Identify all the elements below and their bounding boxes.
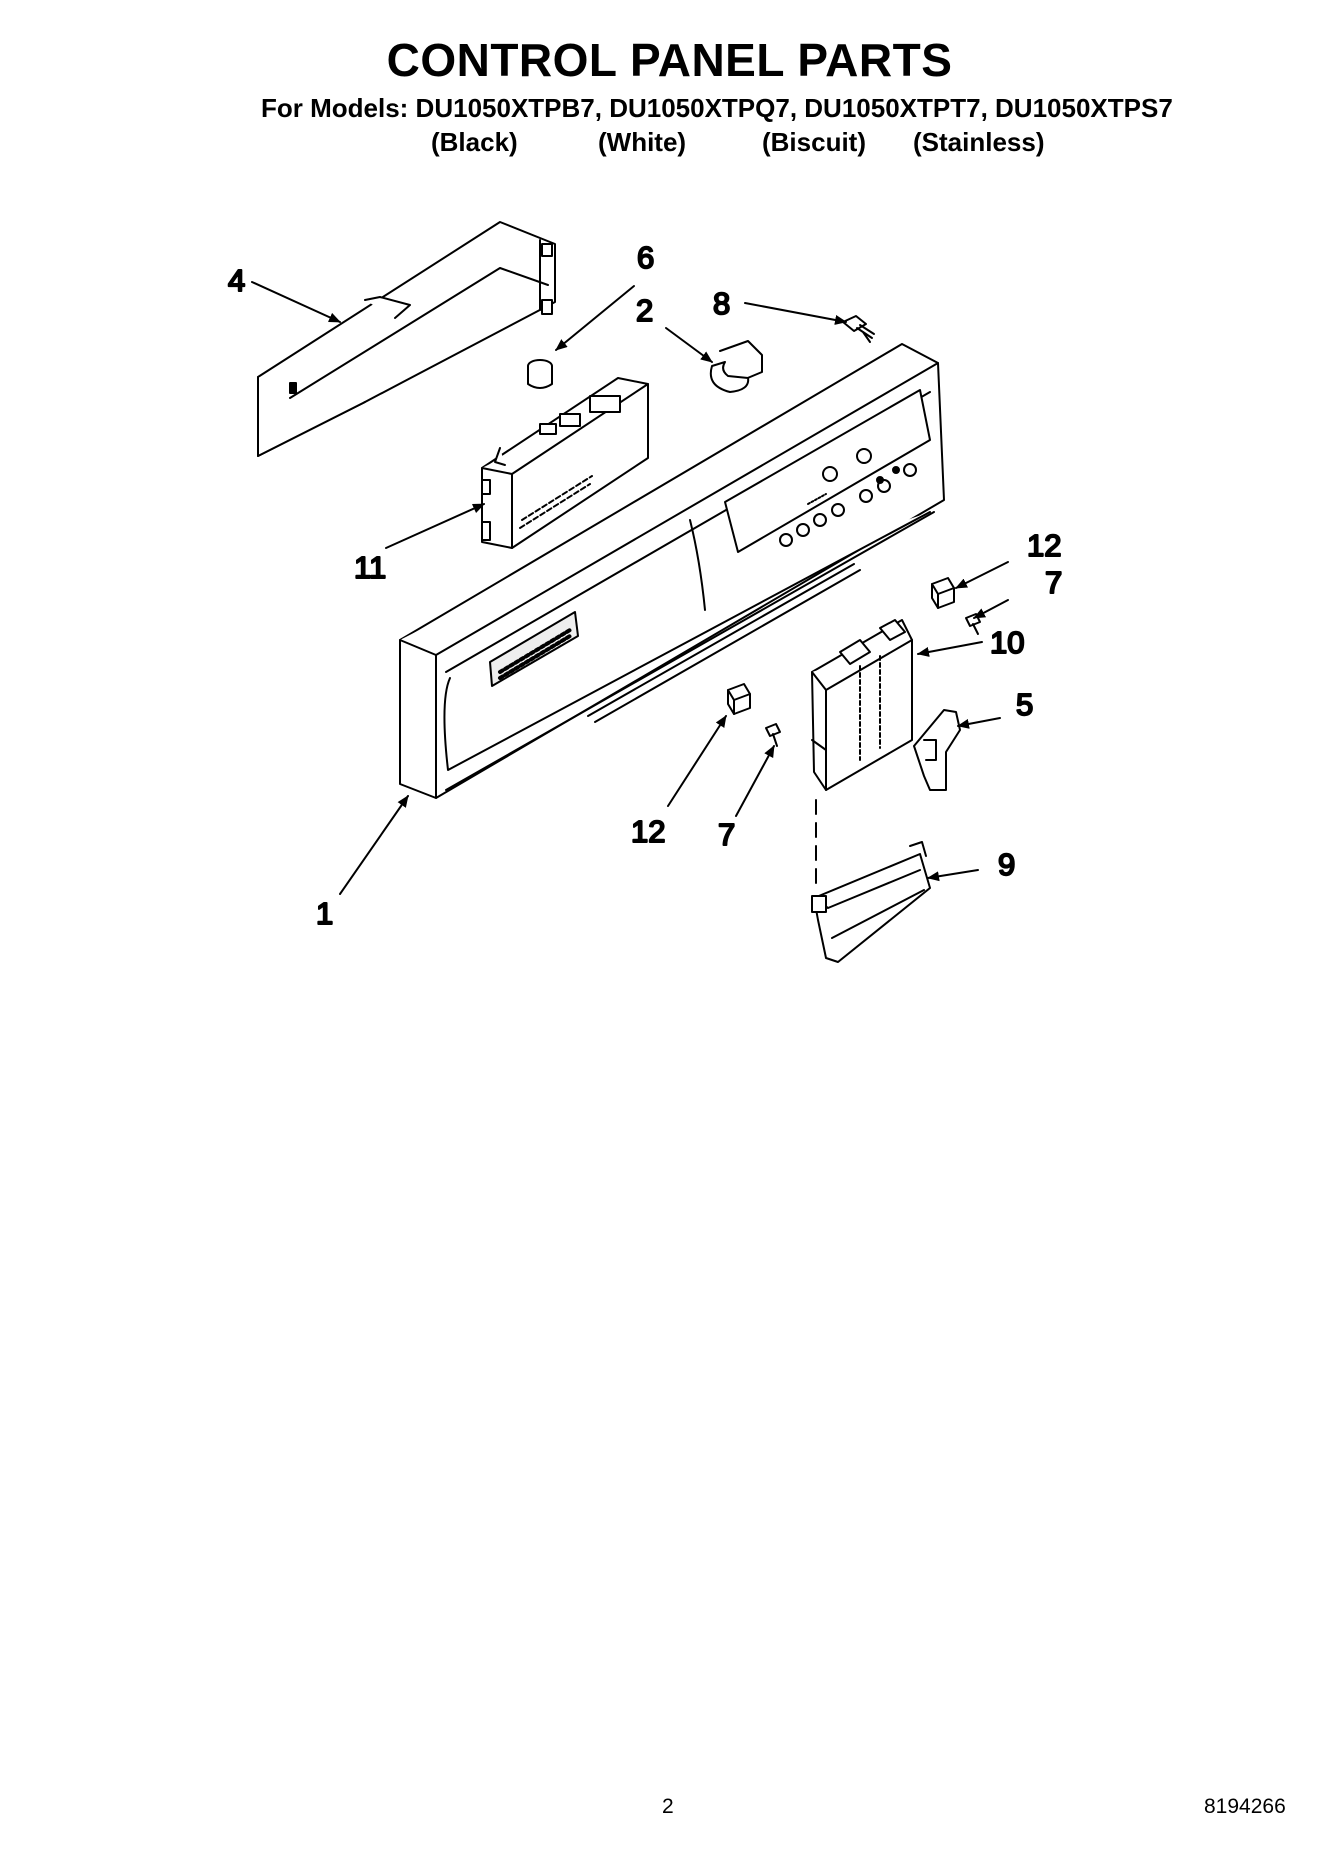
callout-9: 9	[998, 847, 1015, 882]
part-6-button-cap	[527, 359, 553, 389]
callout-1: 1	[316, 896, 333, 931]
callout-7-upper: 7	[1045, 565, 1062, 600]
models-line: For Models: DU1050XTPB7, DU1050XTPQ7, DU…	[261, 93, 1173, 123]
part-1-console-panel	[399, 343, 945, 799]
callout-12-upper: 12	[1027, 528, 1061, 563]
variant-white: (White)	[598, 127, 687, 157]
part-2-clip	[709, 340, 763, 393]
document-number: 8194266	[1204, 1795, 1286, 1818]
page-number: 2	[662, 1795, 674, 1818]
variant-biscuit: (Biscuit)	[762, 127, 866, 157]
part-10-bracket	[811, 619, 913, 791]
page-title: CONTROL PANEL PARTS	[386, 34, 953, 86]
part-7-lower-screw	[765, 723, 781, 747]
part-9-lower-bracket	[811, 841, 931, 963]
callout-6: 6	[637, 240, 654, 275]
part-12-upper-block	[931, 577, 955, 609]
callout-5: 5	[1016, 687, 1033, 722]
callout-8: 8	[713, 286, 730, 321]
part-12-lower-block	[727, 683, 751, 715]
callout-10: 10	[990, 625, 1024, 660]
callout-11: 11	[354, 550, 386, 585]
callout-2: 2	[636, 293, 653, 328]
part-4-cover	[257, 221, 556, 457]
callout-4: 4	[228, 263, 245, 298]
variant-stainless: (Stainless)	[913, 127, 1045, 157]
leader-arrows	[251, 281, 1009, 895]
variant-black: (Black)	[431, 127, 518, 157]
part-8-screw	[842, 315, 875, 343]
callout-7-lower: 7	[718, 817, 735, 852]
part-5-hook	[913, 709, 961, 791]
callout-12-lower: 12	[631, 814, 665, 849]
part-11-control-board	[481, 377, 649, 549]
